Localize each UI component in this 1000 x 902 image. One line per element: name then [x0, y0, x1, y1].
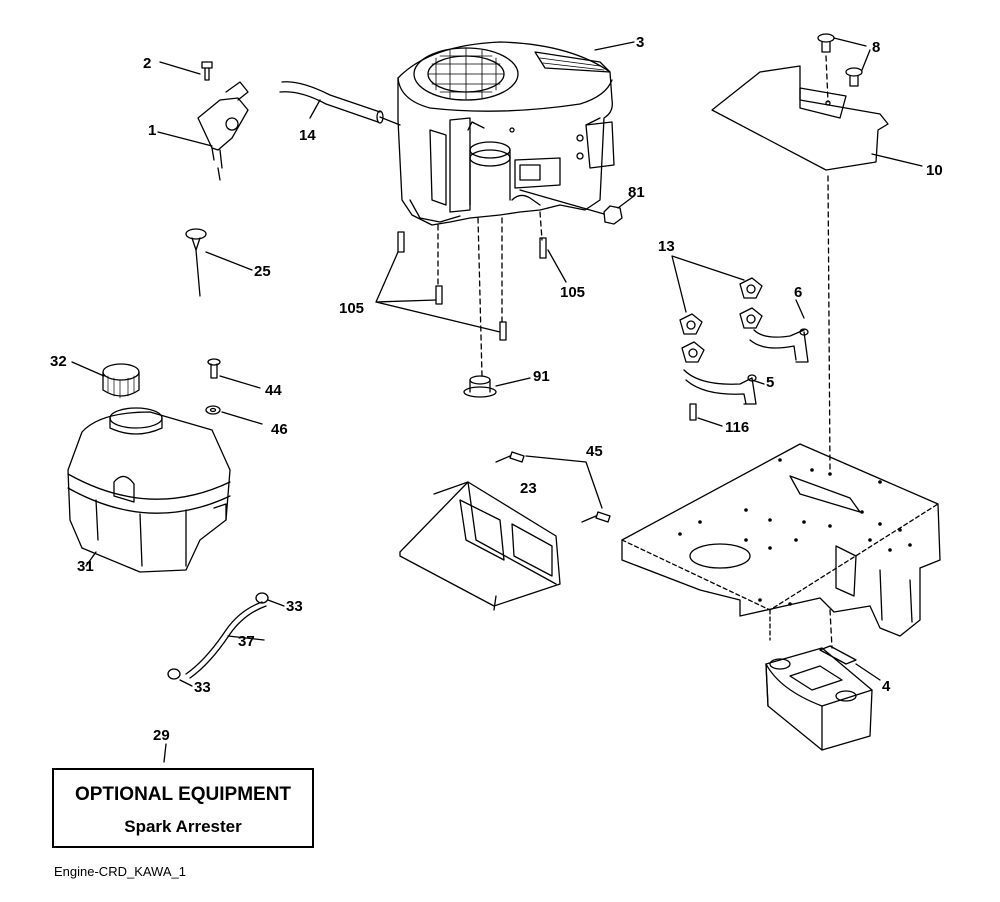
- callout-46: 46: [271, 421, 288, 438]
- callout-25: 25: [254, 263, 271, 280]
- callout-45: 45: [586, 443, 603, 460]
- bushing-part-91: [463, 375, 531, 398]
- callout-32: 32: [50, 353, 67, 370]
- callout-29: 29: [153, 727, 170, 744]
- callout-105-right: 105: [560, 284, 585, 301]
- throttle-bracket-part-1: [157, 81, 249, 181]
- shield-part-23: [399, 481, 561, 611]
- gaskets-part-13: [671, 255, 763, 363]
- callout-13: 13: [658, 238, 675, 255]
- callout-33-bottom: 33: [194, 679, 211, 696]
- callout-5: 5: [766, 374, 774, 391]
- muffler-part-4: [765, 645, 881, 751]
- callout-37: 37: [238, 633, 255, 650]
- screw-part-116: [689, 403, 723, 427]
- exhaust-pipe-part-6: [749, 299, 809, 363]
- callout-1: 1: [148, 122, 156, 139]
- heat-shield-part-10: [711, 55, 923, 171]
- washer-part-46: [205, 405, 263, 425]
- dipstick-part-25: [185, 228, 253, 297]
- screw-part-44: [207, 358, 261, 389]
- fuel-line-part-37: [185, 601, 267, 679]
- callout-33-top: 33: [286, 598, 303, 615]
- exhaust-pipe-part-5: [683, 369, 765, 405]
- bolts-part-45: [495, 451, 611, 523]
- callout-105-left: 105: [339, 300, 364, 317]
- callout-31: 31: [77, 558, 94, 575]
- screw-part-2: [159, 61, 213, 81]
- optional-equipment-box: OPTIONAL EQUIPMENT Spark Arrester: [52, 768, 314, 848]
- hose-part-14: [279, 81, 401, 126]
- engine-part-3: [397, 41, 615, 226]
- clamps-part-33: [167, 592, 285, 687]
- callout-116: 116: [725, 419, 749, 436]
- engine-deck-plate: [621, 175, 941, 649]
- callout-6: 6: [794, 284, 802, 301]
- callout-4: 4: [882, 678, 891, 695]
- fuel-tank-part-31: [67, 407, 231, 573]
- callout-labels: 2 1 14 3 8 10 81 25 13 6 105 105 32 91 5…: [50, 34, 943, 744]
- callout-2: 2: [143, 55, 151, 72]
- fuel-cap-part-32: [71, 361, 140, 399]
- diagram-caption: Engine-CRD_KAWA_1: [54, 864, 186, 879]
- callout-91: 91: [533, 368, 550, 385]
- nut-part-81: [519, 189, 635, 225]
- screw-part-8: [817, 33, 871, 87]
- callout-14: 14: [299, 127, 316, 144]
- bolts-part-105: [375, 231, 567, 341]
- callout-44: 44: [265, 382, 282, 399]
- callout-3: 3: [636, 34, 644, 51]
- callout-10: 10: [926, 162, 943, 179]
- spark-arrester-label: Spark Arrester: [124, 817, 242, 836]
- optional-equipment-title: OPTIONAL EQUIPMENT: [74, 784, 292, 805]
- callout-8: 8: [872, 39, 880, 56]
- callout-81: 81: [628, 184, 645, 201]
- callout-23: 23: [520, 480, 537, 497]
